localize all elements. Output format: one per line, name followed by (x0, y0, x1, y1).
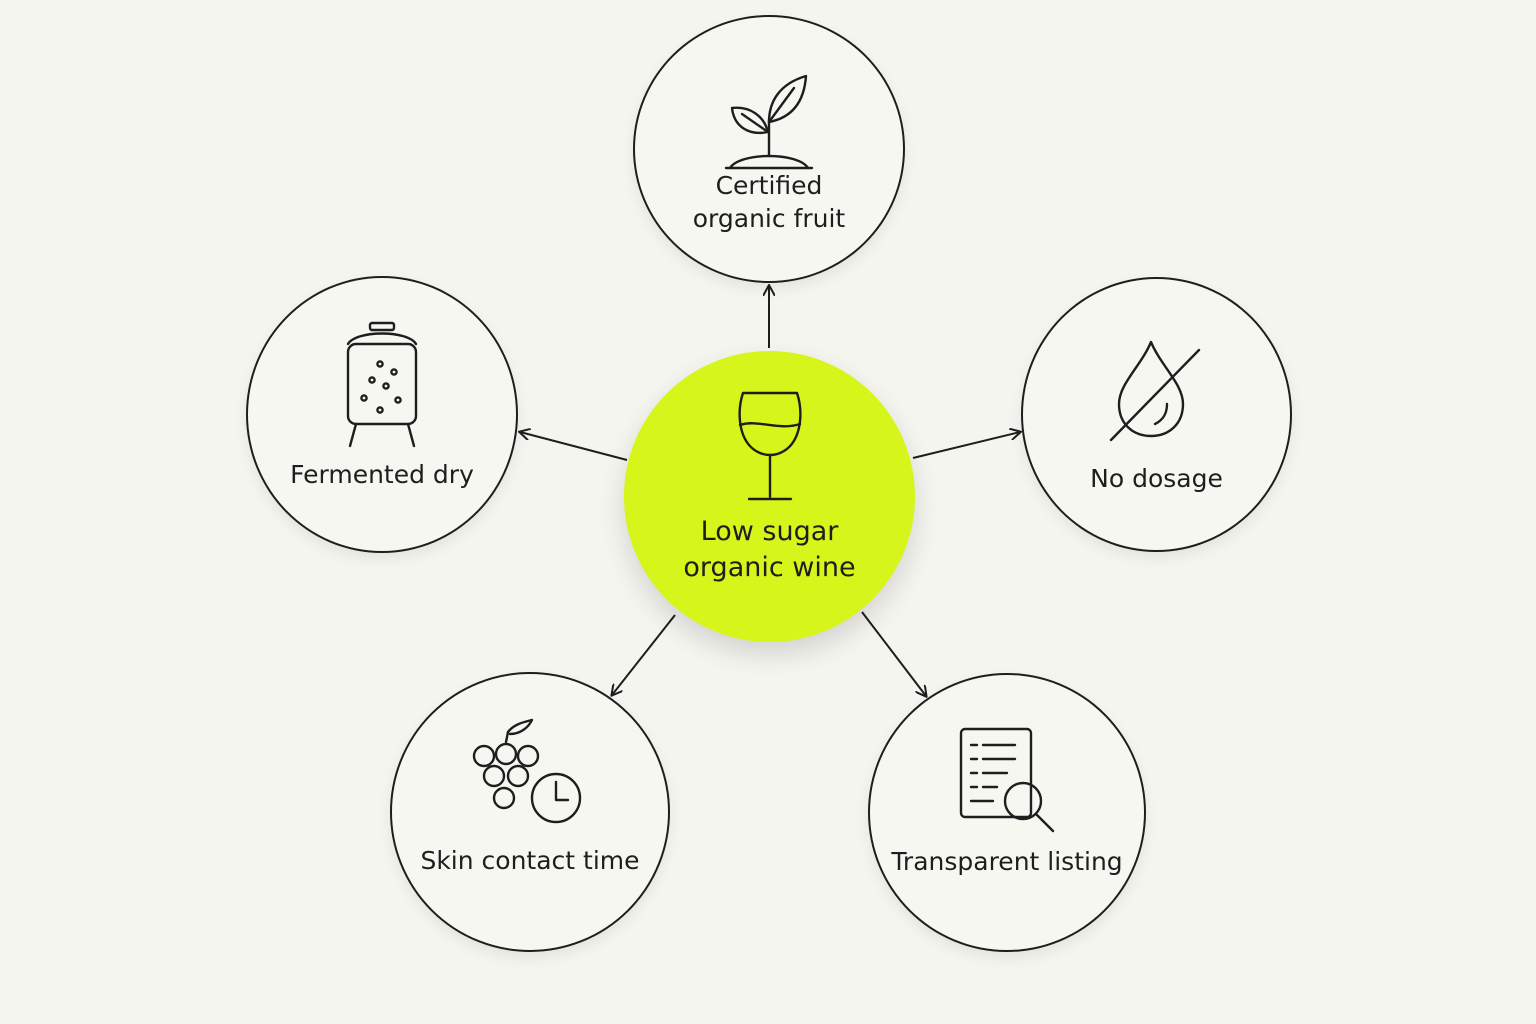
document-search-icon (957, 725, 1057, 835)
node-fermented-dry: Fermented dry (246, 276, 518, 553)
node-label: No dosage (1090, 464, 1223, 493)
arrow-to-right (912, 432, 1020, 459)
node-skin-contact-time: Skin contact time (390, 672, 670, 952)
node-certified-organic-fruit: Certified organic fruit (633, 15, 905, 283)
arrow-to-bottom-right (861, 611, 926, 696)
arrow-to-bottom-left (612, 614, 676, 695)
no-drop-icon (1107, 336, 1207, 446)
sprout-icon (724, 60, 814, 170)
node-label: Fermented dry (290, 460, 474, 489)
node-low-sugar-organic-wine: Low sugar organic wine (624, 351, 915, 642)
node-label: Certified organic fruit (692, 171, 846, 233)
node-no-dosage: No dosage (1021, 277, 1292, 552)
node-label: Transparent listing (891, 847, 1123, 876)
fermentation-tank-icon (342, 320, 422, 450)
grapes-clock-icon (470, 718, 590, 830)
wine-glass-icon (735, 389, 805, 505)
arrow-to-left (520, 432, 628, 461)
node-label: Low sugar organic wine (683, 516, 856, 583)
node-transparent-listing: Transparent listing (868, 673, 1146, 952)
node-label: Skin contact time (420, 846, 640, 875)
